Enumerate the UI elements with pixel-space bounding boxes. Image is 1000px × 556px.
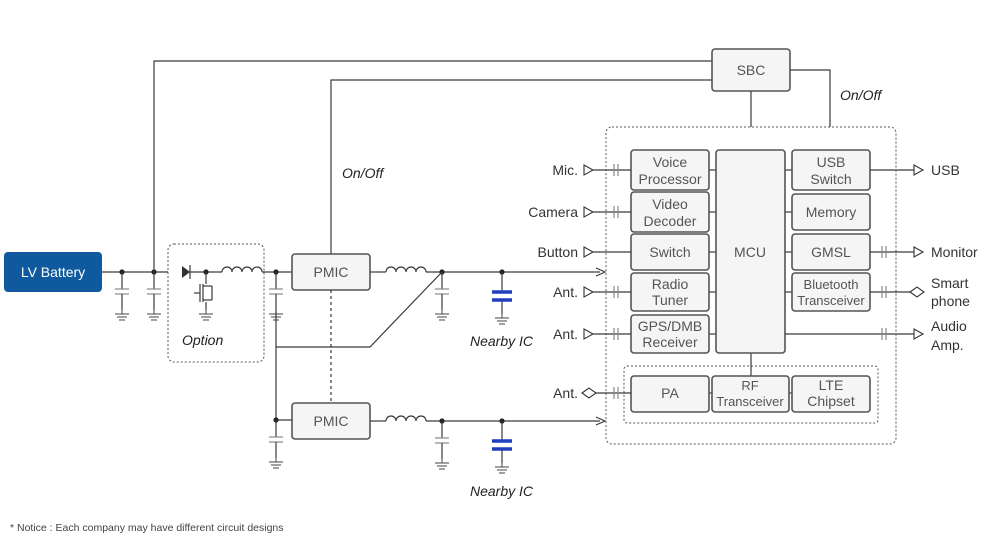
memory [791, 193, 871, 231]
pmic-bottom-output [370, 415, 607, 473]
antenna-2-label: Ant. [553, 326, 578, 342]
voice-processor-line2: Processor [638, 171, 701, 187]
option-label: Option [182, 332, 223, 348]
lv-battery [4, 252, 102, 292]
gps-dmb-line1: GPS/DMB [638, 318, 703, 334]
lv-battery-label: LV Battery [21, 264, 85, 280]
smart-phone-line2: phone [931, 293, 970, 309]
pmic-bottom-supply [275, 310, 292, 421]
sbc-usb-wire [790, 69, 831, 150]
pmic-bottom-label: PMIC [314, 413, 349, 429]
pa-label: PA [661, 385, 679, 401]
gmsl-label: GMSL [811, 244, 851, 260]
rf-transceiver [711, 375, 790, 413]
bluetooth-line2: Transceiver [797, 293, 865, 308]
button-label: Button [538, 244, 578, 260]
pmic-enable-wire [330, 79, 712, 254]
mcu [715, 149, 786, 354]
notice-text: * Notice : Each company may have differe… [10, 522, 284, 534]
sbc-label: SBC [737, 62, 766, 78]
rf-line1: RF [741, 378, 758, 393]
monitor-label: Monitor [931, 244, 978, 260]
mic-label: Mic. [552, 162, 578, 178]
option-group [167, 243, 265, 363]
lte-line2: Chipset [807, 393, 855, 409]
mcu-label: MCU [734, 244, 766, 260]
onoff-right-label: On/Off [840, 87, 883, 103]
radio-tuner-line2: Tuner [652, 292, 688, 308]
usb-label: USB [931, 162, 960, 178]
antenna-1-label: Ant. [553, 284, 578, 300]
radio-tuner-line1: Radio [652, 276, 689, 292]
nearby-ic-top-label: Nearby IC [470, 333, 534, 349]
video-decoder-line1: Video [652, 196, 688, 212]
onoff-left-label: On/Off [342, 165, 385, 181]
memory-label: Memory [806, 204, 857, 220]
rf-line2: Transceiver [716, 394, 784, 409]
audio-amp-line2: Amp. [931, 337, 964, 353]
lte-chipset [791, 375, 871, 413]
output-connections [785, 164, 925, 341]
camera-label: Camera [528, 204, 578, 220]
usb-switch-line1: USB [817, 154, 846, 170]
voice-processor-line1: Voice [653, 154, 687, 170]
internal-links [709, 169, 792, 394]
switch-label: Switch [649, 244, 690, 260]
usb-switch-line2: Switch [810, 171, 851, 187]
video-decoder-line2: Decoder [644, 213, 697, 229]
input-connections [581, 163, 631, 400]
gps-dmb-line2: Receiver [642, 334, 698, 350]
pa [630, 375, 710, 413]
pmic-top-output [276, 266, 607, 348]
nearby-ic-bottom-label: Nearby IC [470, 483, 534, 499]
audio-amp-line1: Audio [931, 318, 967, 334]
smart-phone-line1: Smart [931, 275, 968, 291]
pmic-top-label: PMIC [314, 264, 349, 280]
antenna-3-label: Ant. [553, 385, 578, 401]
bluetooth-line1: Bluetooth [804, 277, 859, 292]
protection-circuit [182, 265, 292, 320]
lte-line1: LTE [819, 377, 844, 393]
